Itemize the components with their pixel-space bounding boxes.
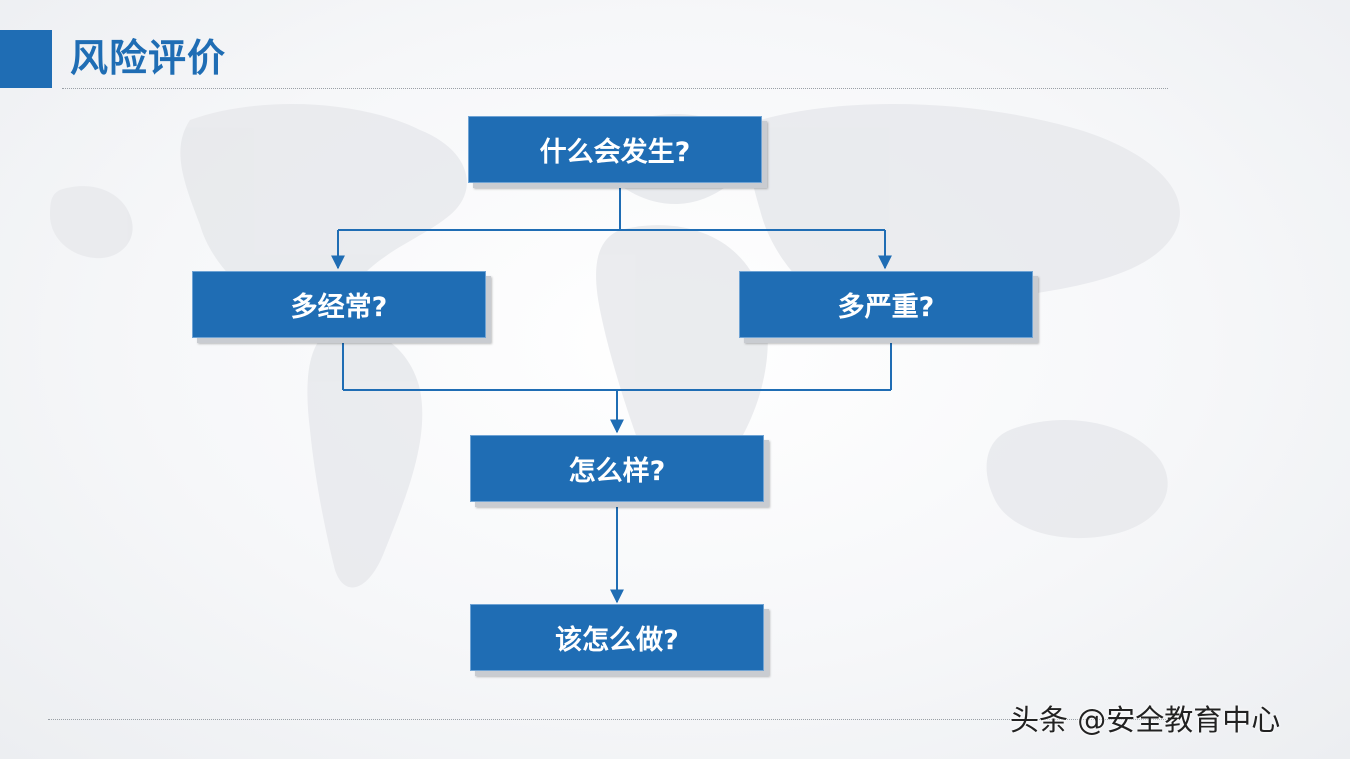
node-what-to-do: 该怎么做? — [470, 604, 764, 671]
node-how-often: 多经常? — [192, 271, 486, 338]
node-what-happens: 什么会发生? — [468, 116, 762, 183]
node-outcome: 怎么样? — [470, 435, 764, 502]
node-how-severe: 多严重? — [739, 271, 1033, 338]
page-title: 风险评价 — [70, 36, 227, 80]
header-accent-bar — [0, 30, 52, 88]
header-divider — [62, 88, 1168, 89]
footer-divider — [48, 719, 1168, 720]
source-watermark: 头条 @安全教育中心 — [1010, 703, 1281, 737]
